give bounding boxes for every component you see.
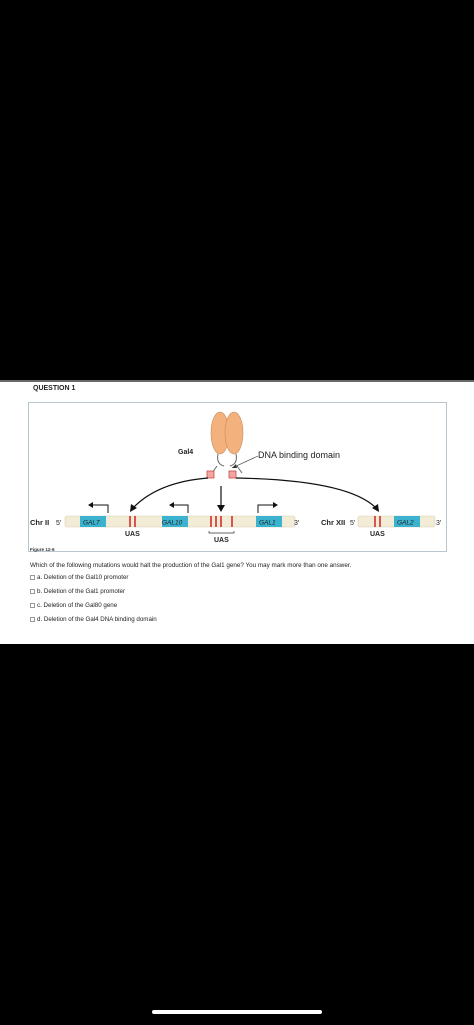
gal4-label: Gal4	[178, 449, 193, 456]
home-indicator[interactable]	[152, 1010, 322, 1014]
gal7-gene	[80, 516, 106, 527]
domain-label: DNA binding domain	[258, 450, 340, 460]
option-b-label[interactable]: b. Deletion of the Gal1 promoter	[37, 588, 126, 595]
gal10-label: GAL10	[162, 520, 183, 527]
option-a[interactable]: a. Deletion of the Gal10 promoter	[30, 574, 129, 581]
uas-label-2: UAS	[214, 537, 229, 544]
divider	[0, 380, 474, 382]
chr2-label: Chr II	[30, 518, 49, 527]
gal1-label: GAL1	[259, 520, 276, 527]
option-d-label[interactable]: d. Deletion of the Gal4 DNA binding doma…	[37, 616, 157, 623]
option-b[interactable]: b. Deletion of the Gal1 promoter	[30, 588, 125, 595]
figure-caption: Figure 12-6	[30, 547, 55, 552]
chr12-three-prime: 3′	[436, 520, 442, 527]
gal10-gene	[162, 516, 188, 527]
question-text: Which of the following mutations would h…	[30, 562, 352, 569]
option-a-label[interactable]: a. Deletion of the Gal10 promoter	[37, 574, 129, 581]
option-d[interactable]: d. Deletion of the Gal4 DNA binding doma…	[30, 616, 157, 623]
checkbox-icon[interactable]	[30, 575, 35, 580]
checkbox-icon[interactable]	[30, 589, 35, 594]
option-c[interactable]: c. Deletion of the Gal80 gene	[30, 602, 117, 609]
uas-label-3: UAS	[370, 531, 385, 538]
checkbox-icon[interactable]	[30, 603, 35, 608]
chr2-five-prime: 5′	[56, 520, 62, 527]
option-c-label[interactable]: c. Deletion of the Gal80 gene	[37, 602, 118, 609]
gal-diagram: Gal4 DNA binding domain Chr II 5′ 3′ GAL…	[30, 411, 442, 544]
chr12-label: Chr XII	[321, 518, 345, 527]
gal2-gene	[394, 516, 420, 527]
gal1-gene	[256, 516, 282, 527]
gal7-label: GAL7	[83, 520, 100, 527]
chr12-five-prime: 5′	[350, 520, 356, 527]
question-number: QUESTION 1	[33, 385, 76, 392]
gal4-protein	[206, 411, 244, 479]
chr2-three-prime: 3′	[294, 520, 300, 527]
checkbox-icon[interactable]	[30, 617, 35, 622]
gal2-label: GAL2	[397, 520, 414, 527]
uas-label-1: UAS	[125, 531, 140, 538]
